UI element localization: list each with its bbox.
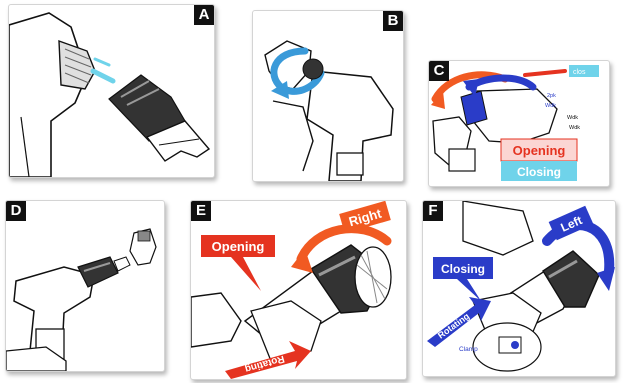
- rotation-label: Rotating: [436, 311, 471, 341]
- closing-label: Closing: [517, 165, 561, 179]
- drill-housing: [463, 201, 533, 255]
- drill-chuck: [59, 41, 95, 89]
- illustration-closing-left: Clamp Left Closing Rotating: [423, 201, 615, 376]
- drill-battery: [449, 149, 475, 171]
- cyan-arrow: [95, 59, 109, 65]
- panel-b: B: [252, 10, 404, 182]
- illustration-rotate-hand: [253, 11, 403, 181]
- step-label-f: F: [423, 201, 443, 221]
- inset-detail: [511, 341, 519, 349]
- panel-c: clos 2pk Wdk Wdk Wdk Opening Closing C: [428, 60, 610, 187]
- arm-line: [273, 101, 313, 171]
- cyan-tag-text: clos: [573, 69, 586, 76]
- illustration-open-close: clos 2pk Wdk Wdk Wdk Opening Closing: [429, 61, 609, 186]
- closing-label: Closing: [441, 262, 485, 276]
- step-label-b: B: [383, 11, 403, 31]
- step-label-c: C: [429, 61, 449, 81]
- panel-e: Right Opening Rotating E: [190, 200, 407, 380]
- illustration-opening-right: Right Opening Rotating: [191, 201, 406, 379]
- tiny-label: Wdk: [569, 125, 580, 131]
- chuck: [303, 59, 323, 79]
- illustration-attach-chuck: [9, 5, 214, 177]
- cyan-arrow: [93, 71, 113, 81]
- left-arrowhead-icon: [597, 267, 615, 291]
- step-label-e: E: [191, 201, 211, 221]
- tiny-label: Wdk: [545, 103, 556, 109]
- step-label-d: D: [6, 201, 26, 221]
- drill-battery: [337, 153, 363, 175]
- rotation-label: Rotating: [244, 353, 286, 375]
- opening-label: Opening: [513, 143, 566, 158]
- small-label: Clamp: [459, 346, 478, 353]
- tiny-label: 2pk: [547, 93, 556, 99]
- drill-housing: [191, 293, 241, 347]
- illustration-hold-drill: [6, 201, 164, 371]
- red-streak: [525, 71, 565, 75]
- panel-f: Clamp Left Closing Rotating F: [422, 200, 616, 377]
- panel-d: D: [5, 200, 165, 372]
- opening-label: Opening: [212, 239, 265, 254]
- panel-a: A: [8, 4, 215, 178]
- step-label-a: A: [194, 5, 214, 25]
- tiny-label: Wdk: [567, 115, 578, 121]
- drill-body: [9, 13, 87, 177]
- small-part: [138, 231, 150, 241]
